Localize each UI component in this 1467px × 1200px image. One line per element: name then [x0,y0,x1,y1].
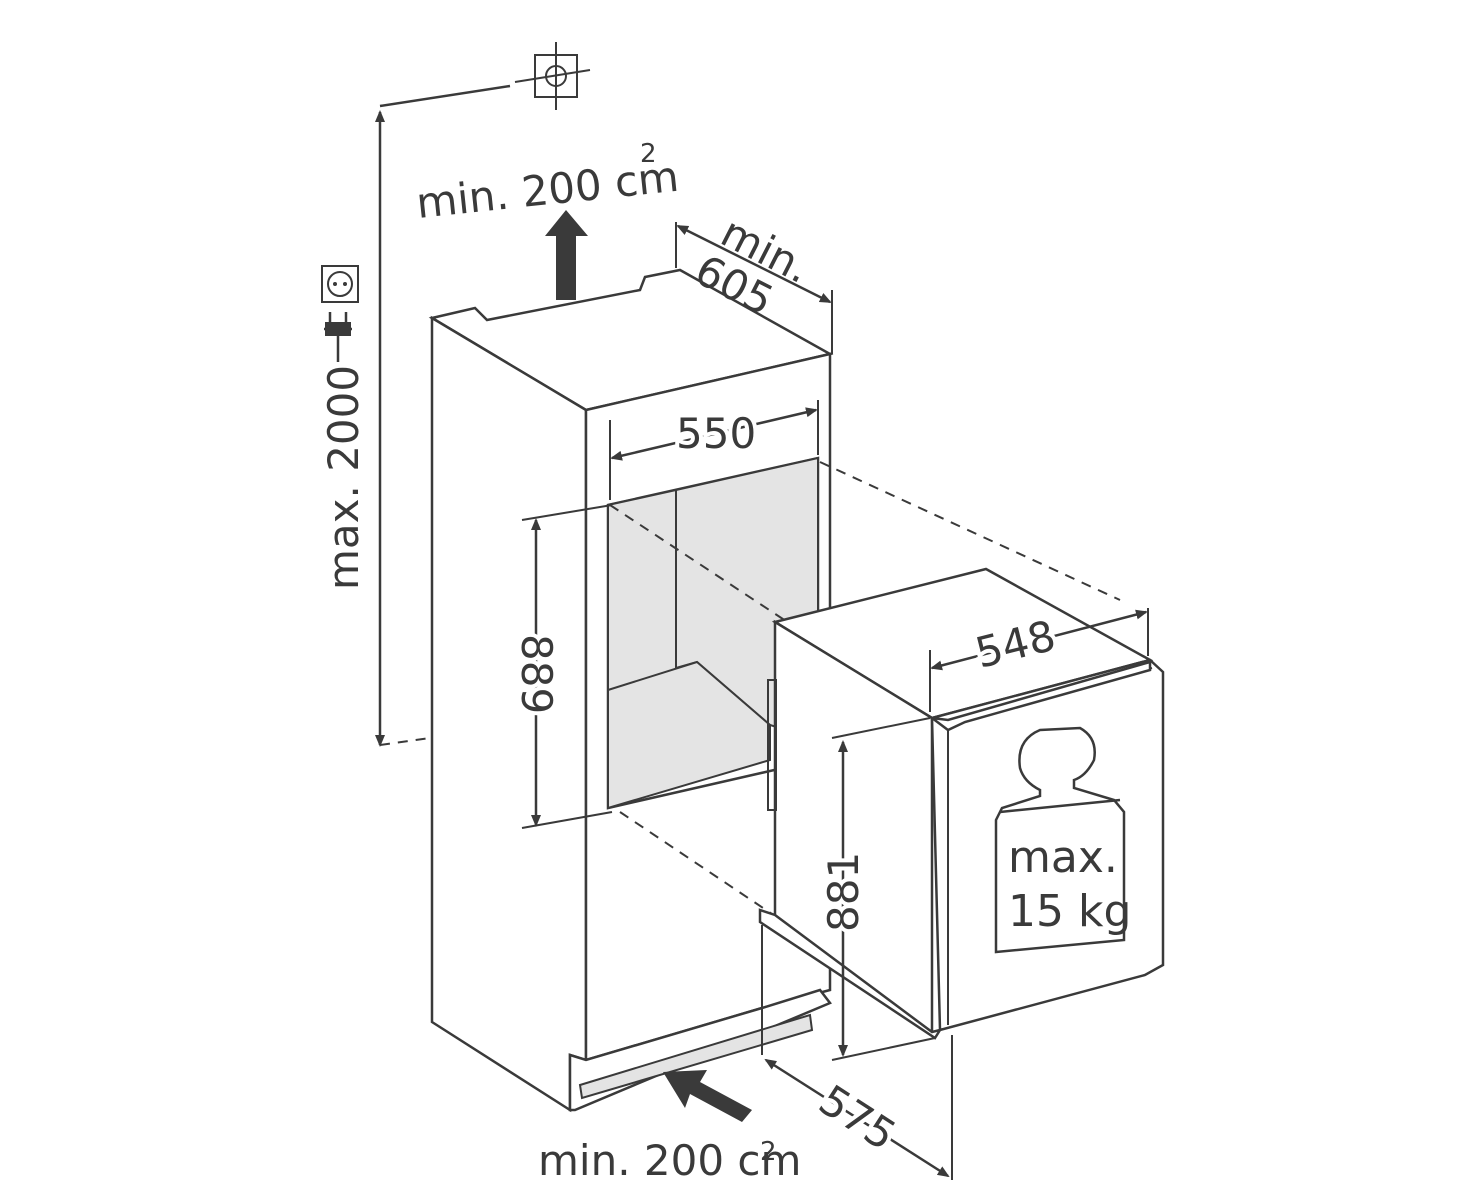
top-vent-superscript: 2 [640,139,657,169]
weight-label-kg: 15 kg [1008,886,1131,937]
niche-depth-dimension [675,222,833,354]
bottom-vent-superscript: 2 [760,1137,777,1167]
top-vent-arrow [545,210,588,300]
appliance-width-dimension [929,608,1149,712]
niche-width-dimension [609,400,819,500]
max-height-label: max. 2000 [319,365,368,590]
niche-cabinet [428,268,834,1113]
weight-label-max: max. [1008,832,1118,883]
crosshair-icon [514,42,591,110]
projection-line-top [819,461,1121,601]
projection-line-mid [609,504,931,717]
appliance-height-label: 881 [819,852,868,932]
appliance-depth-dimension [761,925,953,1180]
ceiling-reference-line [379,84,511,108]
weight-icon [994,726,1126,954]
socket-icon [321,265,359,303]
niche-width-label: 550 [676,409,756,458]
niche-height-label: 889 [512,634,561,714]
max-height-dimension: max. 2000 [319,110,771,747]
bottom-vent-label: min. 200 cm [538,1136,801,1185]
appliance-depth-label: 575 [811,1075,905,1160]
bottom-vent-arrow [663,1070,752,1122]
plug-icon [324,312,352,362]
niche-height-dimension [521,504,613,829]
appliance-height-dimension [831,717,936,1061]
